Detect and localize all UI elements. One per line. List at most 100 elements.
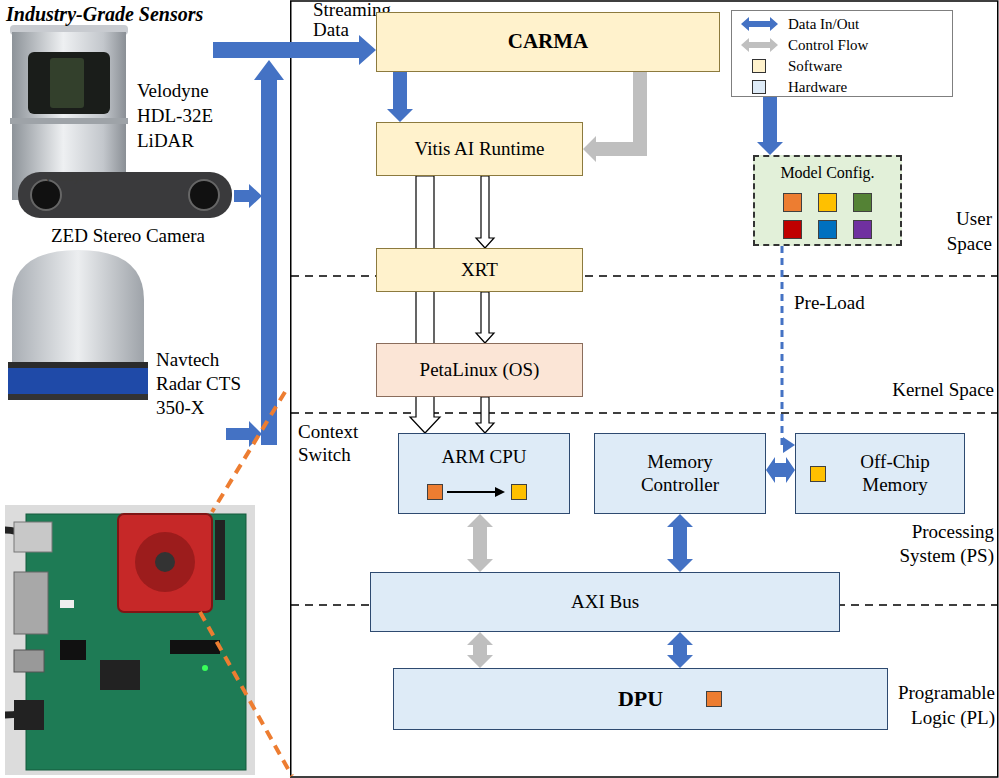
legend-row: Hardware [732, 77, 952, 97]
component [60, 600, 74, 608]
legend-text: Data In/Out [788, 14, 859, 34]
text-label: Velodyne [34, 170, 104, 184]
node-text: XRT [461, 259, 498, 282]
color-square [810, 466, 826, 482]
legend-line-sample [738, 14, 782, 34]
edge-label: Pre-Load [792, 292, 867, 314]
pin-header [215, 520, 225, 600]
color-square [853, 193, 872, 212]
software-box: XRT [376, 248, 583, 292]
node-text: CARMA [508, 29, 588, 54]
layer-divider [291, 412, 997, 414]
node-text: AXI Bus [571, 591, 639, 614]
lidar-lens [50, 58, 84, 108]
streaming-arrow [226, 421, 262, 447]
arrow-head [783, 437, 795, 453]
power-jack [14, 700, 44, 730]
lidar-ring [10, 118, 128, 124]
block-arrow [467, 632, 493, 668]
text-label: User Space [918, 206, 992, 256]
usb-port [14, 572, 48, 634]
software-box: Vitis AI Runtime [376, 122, 583, 176]
fan-hub [155, 552, 175, 572]
streaming-arrow [254, 60, 284, 445]
legend-arrow [741, 38, 778, 52]
system-frame [291, 1, 998, 777]
ethernet-port [14, 522, 52, 552]
block-arrow [583, 136, 640, 162]
text-label: Navtech Radar CTS 350-X [156, 348, 258, 420]
streaming-arrow [213, 35, 376, 65]
radar-foot [8, 394, 148, 400]
hardware-box: ARM CPU [398, 433, 570, 514]
block-arrow [766, 457, 795, 483]
connector [476, 176, 494, 248]
connector [467, 632, 493, 668]
block-arrow [476, 397, 494, 433]
text-label: ZED Stereo Camera [8, 224, 248, 248]
color-square [853, 220, 872, 239]
software-box: CARMA [376, 12, 720, 72]
dashed-connector [782, 246, 783, 445]
connector [667, 514, 693, 572]
legend-swatch [752, 59, 766, 73]
lidar-window [28, 52, 110, 114]
color-square [783, 193, 802, 212]
legend-text: Hardware [788, 77, 847, 97]
connector [667, 632, 693, 668]
node-text: PetaLinux (OS) [420, 359, 540, 382]
legend-row: Data In/Out [732, 14, 952, 34]
connector [476, 397, 494, 433]
pcb [26, 514, 246, 770]
legend-line-sample [738, 35, 782, 55]
legend-box: Data In/OutControl FlowSoftwareHardware [731, 10, 953, 97]
chip [100, 660, 140, 690]
node-text: Memory Controller [625, 451, 735, 497]
legend-swatch [752, 80, 766, 94]
block-arrow [667, 632, 693, 668]
color-square [511, 484, 527, 500]
lidar-housing [12, 32, 126, 120]
hdmi-port [14, 650, 44, 672]
block-arrow [667, 514, 693, 572]
figure-title: Industry-Grade Sensors [6, 2, 203, 26]
zoom-line [212, 392, 285, 512]
connector [387, 72, 413, 122]
streaming-arrow [234, 184, 262, 208]
text-label: Context Switch [298, 420, 378, 466]
connector [782, 246, 795, 453]
hardware-box: Off-Chip Memory [795, 433, 965, 514]
camera-lens [189, 180, 219, 210]
color-square [818, 220, 837, 239]
legend-row: Control Flow [732, 35, 952, 55]
legend-text: Control Flow [788, 35, 868, 55]
node-text: Vitis AI Runtime [415, 138, 545, 161]
node-text: Off-Chip Memory [845, 451, 945, 497]
connector [766, 457, 795, 483]
node-text: DPU [618, 686, 663, 712]
connector [583, 72, 647, 162]
color-square [706, 691, 722, 707]
text-label: Kernel Space [868, 378, 994, 402]
switch-arrow-head [495, 487, 505, 497]
radar-dome [12, 250, 144, 370]
legend-text: Software [788, 56, 842, 76]
chip [170, 640, 220, 654]
connector [476, 292, 494, 343]
text-label: Processing System (PS) [878, 520, 994, 568]
board-photo-ground [5, 505, 255, 775]
os-box: PetaLinux (OS) [376, 343, 583, 397]
color-square [783, 220, 802, 239]
node-text: ARM CPU [442, 446, 527, 469]
heatsink [118, 514, 212, 612]
camera-lens [31, 180, 61, 210]
status-led [202, 665, 208, 671]
text-label: Programable Logic (PL) [889, 680, 995, 730]
fan [135, 532, 195, 592]
radar-base [8, 362, 148, 396]
block-arrow [467, 514, 493, 572]
legend-arrow [741, 17, 778, 31]
color-square [818, 193, 837, 212]
connector [467, 514, 493, 572]
chip [60, 640, 86, 660]
